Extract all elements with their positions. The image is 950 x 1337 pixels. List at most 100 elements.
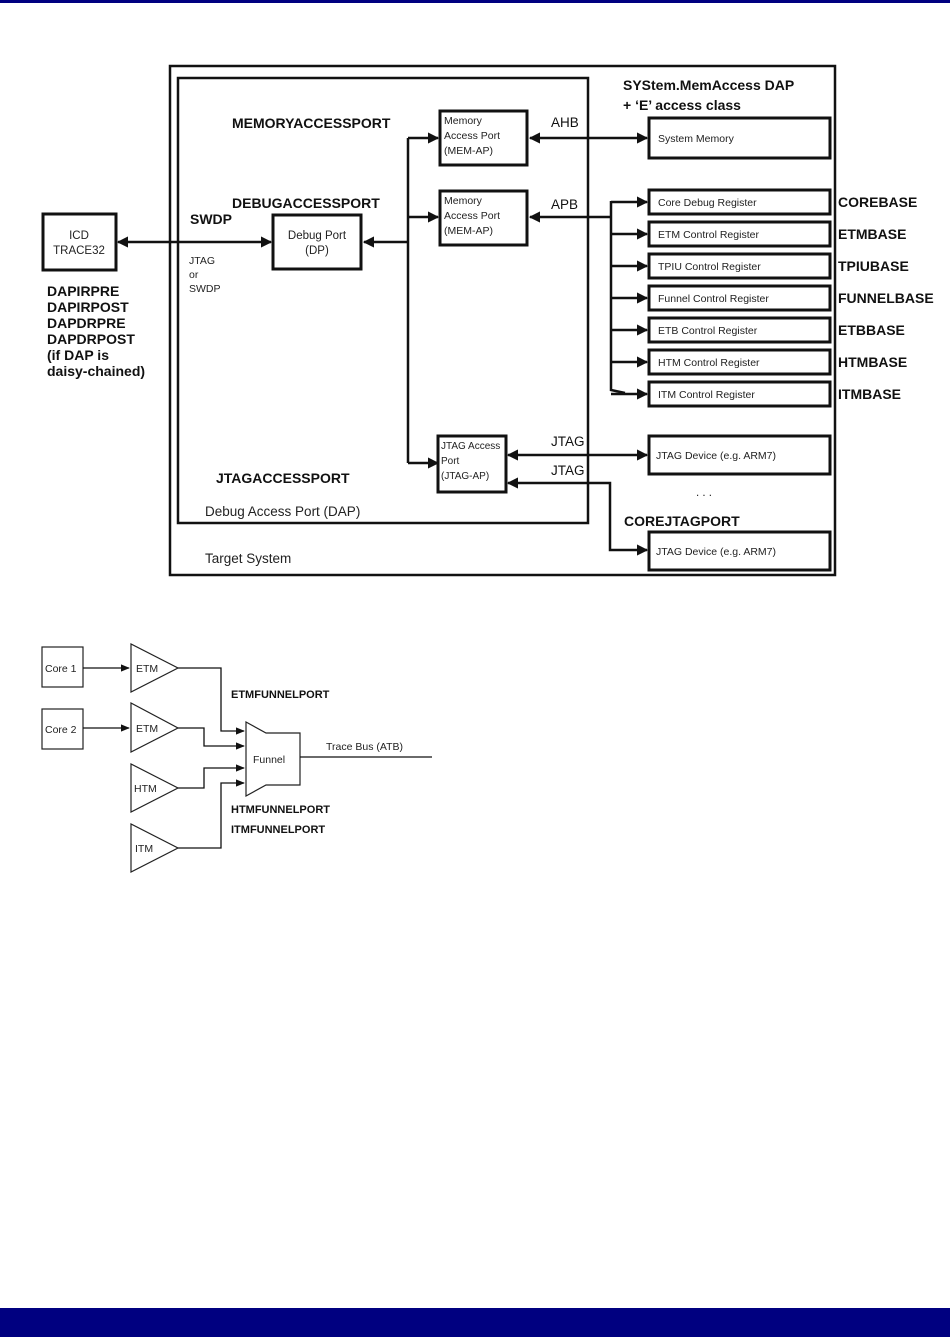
- svg-text:Debug Port: Debug Port: [288, 230, 347, 242]
- htmfunnelport-label: HTMFUNNELPORT: [231, 804, 330, 816]
- register-row: ITM Control Register ITMBASE: [611, 380, 901, 408]
- register-base-label: FUNNELBASE: [838, 290, 934, 306]
- jtag-label-2: JTAG: [551, 463, 585, 478]
- svg-text:Core 1: Core 1: [45, 663, 77, 675]
- svg-text:JTAG: JTAG: [189, 255, 215, 267]
- ahb-label: AHB: [551, 115, 579, 130]
- svg-text:(if DAP is: (if DAP is: [47, 347, 109, 363]
- etm-1-triangle: ETM: [130, 643, 180, 693]
- svg-text:System Memory: System Memory: [658, 133, 735, 145]
- htm-triangle: HTM: [130, 763, 180, 813]
- etm-2-triangle: ETM: [130, 702, 180, 753]
- svg-text:Memory: Memory: [444, 115, 483, 127]
- htm-funnel-link: [178, 764, 245, 789]
- ellipsis: . . .: [696, 487, 712, 499]
- register-row: ETB Control Register ETBBASE: [611, 316, 905, 344]
- header-bar: [0, 0, 950, 3]
- core-2-box: Core 2: [41, 708, 84, 750]
- etmfunnelport-label: ETMFUNNELPORT: [231, 689, 330, 701]
- target-system-frame: [168, 64, 837, 577]
- svg-text:(DP): (DP): [305, 245, 329, 257]
- register-row: Funnel Control Register FUNNELBASE: [611, 284, 934, 312]
- register-base-label: HTMBASE: [838, 354, 907, 370]
- register-name: ETB Control Register: [658, 325, 758, 337]
- dap-diagram: Target System Debug Access Port (DAP) SY…: [41, 64, 934, 577]
- svg-text:DAPIRPRE: DAPIRPRE: [47, 283, 119, 299]
- register-base-label: TPIUBASE: [838, 258, 909, 274]
- itm-triangle: ITM: [130, 823, 180, 873]
- svg-text:TRACE32: TRACE32: [53, 245, 105, 257]
- register-box: [647, 348, 832, 376]
- register-box: [647, 284, 832, 312]
- register-box: [647, 252, 832, 280]
- trace-bus-label: Trace Bus (ATB): [326, 741, 403, 753]
- itm-funnel-link: [178, 779, 245, 849]
- svg-text:DAPDRPOST: DAPDRPOST: [47, 331, 135, 347]
- svg-text:Access Port: Access Port: [444, 130, 500, 142]
- sysmem-access-label-1: SYStem.MemAccess DAP: [623, 77, 794, 93]
- svg-text:SWDP: SWDP: [189, 283, 221, 295]
- funnel-shape: Funnel: [245, 720, 301, 798]
- daisy-chain-labels: DAPIRPRE DAPIRPOST DAPDRPRE DAPDRPOST (i…: [47, 283, 145, 379]
- footer-bar: [0, 1308, 950, 1337]
- register-base-label: ITMBASE: [838, 386, 901, 402]
- svg-text:(JTAG-AP): (JTAG-AP): [441, 471, 489, 482]
- register-name: ITM Control Register: [658, 389, 755, 401]
- svg-text:Port: Port: [441, 456, 460, 467]
- corejtagport-label: COREJTAGPORT: [624, 513, 740, 529]
- register-list: Core Debug Register COREBASE ETM Control R…: [611, 188, 934, 408]
- jtag-link-2: [506, 477, 649, 556]
- svg-text:ITM: ITM: [135, 843, 153, 855]
- svg-text:Access Port: Access Port: [444, 210, 500, 222]
- svg-text:ETM: ETM: [136, 663, 158, 675]
- dap-frame: [176, 76, 590, 525]
- etm2-funnel-link: [178, 727, 245, 750]
- register-name: ETM Control Register: [658, 229, 759, 241]
- register-row: Core Debug Register COREBASE: [611, 188, 917, 216]
- register-box: [647, 188, 832, 216]
- etm1-funnel-link: [178, 667, 245, 735]
- sysmem-access-label-2: + ‘E’ access class: [623, 97, 741, 113]
- register-name: HTM Control Register: [658, 357, 760, 369]
- jtag-device-2-box: JTAG Device (e.g. ARM7): [647, 530, 832, 572]
- svg-text:ETM: ETM: [136, 723, 158, 735]
- register-name: Core Debug Register: [658, 197, 757, 209]
- register-name: TPIU Control Register: [658, 261, 761, 273]
- svg-text:Funnel: Funnel: [253, 754, 285, 766]
- register-base-label: COREBASE: [838, 194, 917, 210]
- svg-text:HTM: HTM: [134, 783, 157, 795]
- svg-text:DAPIRPOST: DAPIRPOST: [47, 299, 129, 315]
- svg-text:Memory: Memory: [444, 195, 483, 207]
- itmfunnelport-label: ITMFUNNELPORT: [231, 824, 325, 836]
- icd-trace32-box: ICD TRACE32: [41, 212, 118, 272]
- apb-register-bus: [609, 201, 626, 395]
- dap-label: Debug Access Port (DAP): [205, 504, 360, 519]
- svg-text:JTAG Device (e.g. ARM7): JTAG Device (e.g. ARM7): [656, 546, 776, 558]
- system-memory-box: System Memory: [647, 116, 832, 160]
- debugaccessport-label: DEBUGACCESSPORT: [232, 195, 380, 211]
- debug-port-box: Debug Port (DP): [271, 213, 363, 271]
- funnel-diagram: Core 1 Core 2 ETM ETM HTM ITM Funn: [41, 643, 432, 873]
- svg-text:Core 2: Core 2: [45, 724, 77, 736]
- svg-text:or: or: [189, 269, 199, 281]
- jtag-label-1: JTAG: [551, 434, 585, 449]
- register-row: TPIU Control Register TPIUBASE: [611, 252, 909, 280]
- core-1-box: Core 1: [41, 646, 84, 688]
- register-base-label: ETMBASE: [838, 226, 906, 242]
- jtag-device-1-box: JTAG Device (e.g. ARM7): [647, 434, 832, 476]
- memoryaccessport-label: MEMORYACCESSPORT: [232, 115, 391, 131]
- register-box: [647, 220, 832, 248]
- mem-ap-ahb-box: Memory Access Port (MEM-AP): [438, 109, 529, 167]
- svg-text:daisy-chained): daisy-chained): [47, 363, 145, 379]
- register-box: [647, 316, 832, 344]
- register-name: Funnel Control Register: [658, 293, 769, 305]
- jtag-ap-box: JTAG Access Port (JTAG-AP): [436, 434, 508, 494]
- jtag-or-swdp-label: JTAG or SWDP: [189, 255, 221, 295]
- apb-label: APB: [551, 197, 578, 212]
- svg-text:ICD: ICD: [69, 230, 89, 242]
- register-base-label: ETBBASE: [838, 322, 905, 338]
- mem-ap-apb-box: Memory Access Port (MEM-AP): [438, 189, 529, 247]
- svg-text:(MEM-AP): (MEM-AP): [444, 225, 493, 237]
- svg-text:JTAG Access: JTAG Access: [441, 441, 500, 452]
- target-system-label: Target System: [205, 551, 291, 566]
